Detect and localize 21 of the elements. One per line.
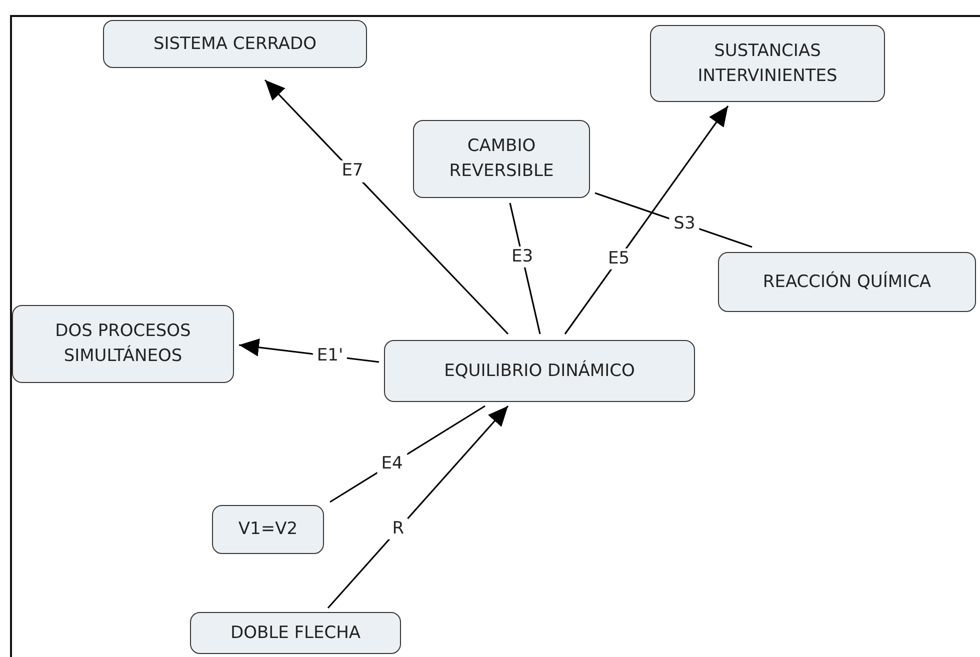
concept-label: CAMBIO REVERSIBLE bbox=[448, 135, 555, 183]
concept-box bbox=[103, 20, 367, 68]
connector-line bbox=[327, 405, 509, 609]
concept-label: REACCIÓN QUÍMICA bbox=[762, 270, 932, 294]
concept-label: SUSTANCIAS INTERVINIENTES bbox=[696, 40, 838, 88]
concept-box bbox=[718, 252, 976, 312]
concept-box bbox=[12, 305, 234, 383]
concept-label: SISTEMA CERRADO bbox=[153, 32, 317, 56]
concept-box bbox=[650, 25, 885, 102]
concept-box bbox=[413, 120, 590, 198]
concept-label: DOBLE FLECHA bbox=[230, 622, 361, 645]
edge-label: E4 bbox=[377, 452, 407, 474]
concept-box bbox=[384, 340, 695, 402]
concept-box bbox=[190, 612, 401, 654]
edge-label: R bbox=[388, 518, 408, 540]
concept-label: DOS PROCESOS SIMULTÁNEOS bbox=[54, 320, 192, 368]
concept-label: V1=V2 bbox=[238, 518, 298, 542]
connector-line bbox=[564, 106, 729, 334]
concept-label: EQUILIBRIO DINÁMICO bbox=[444, 359, 635, 383]
connector-line bbox=[264, 79, 509, 335]
concept-box bbox=[212, 505, 324, 554]
